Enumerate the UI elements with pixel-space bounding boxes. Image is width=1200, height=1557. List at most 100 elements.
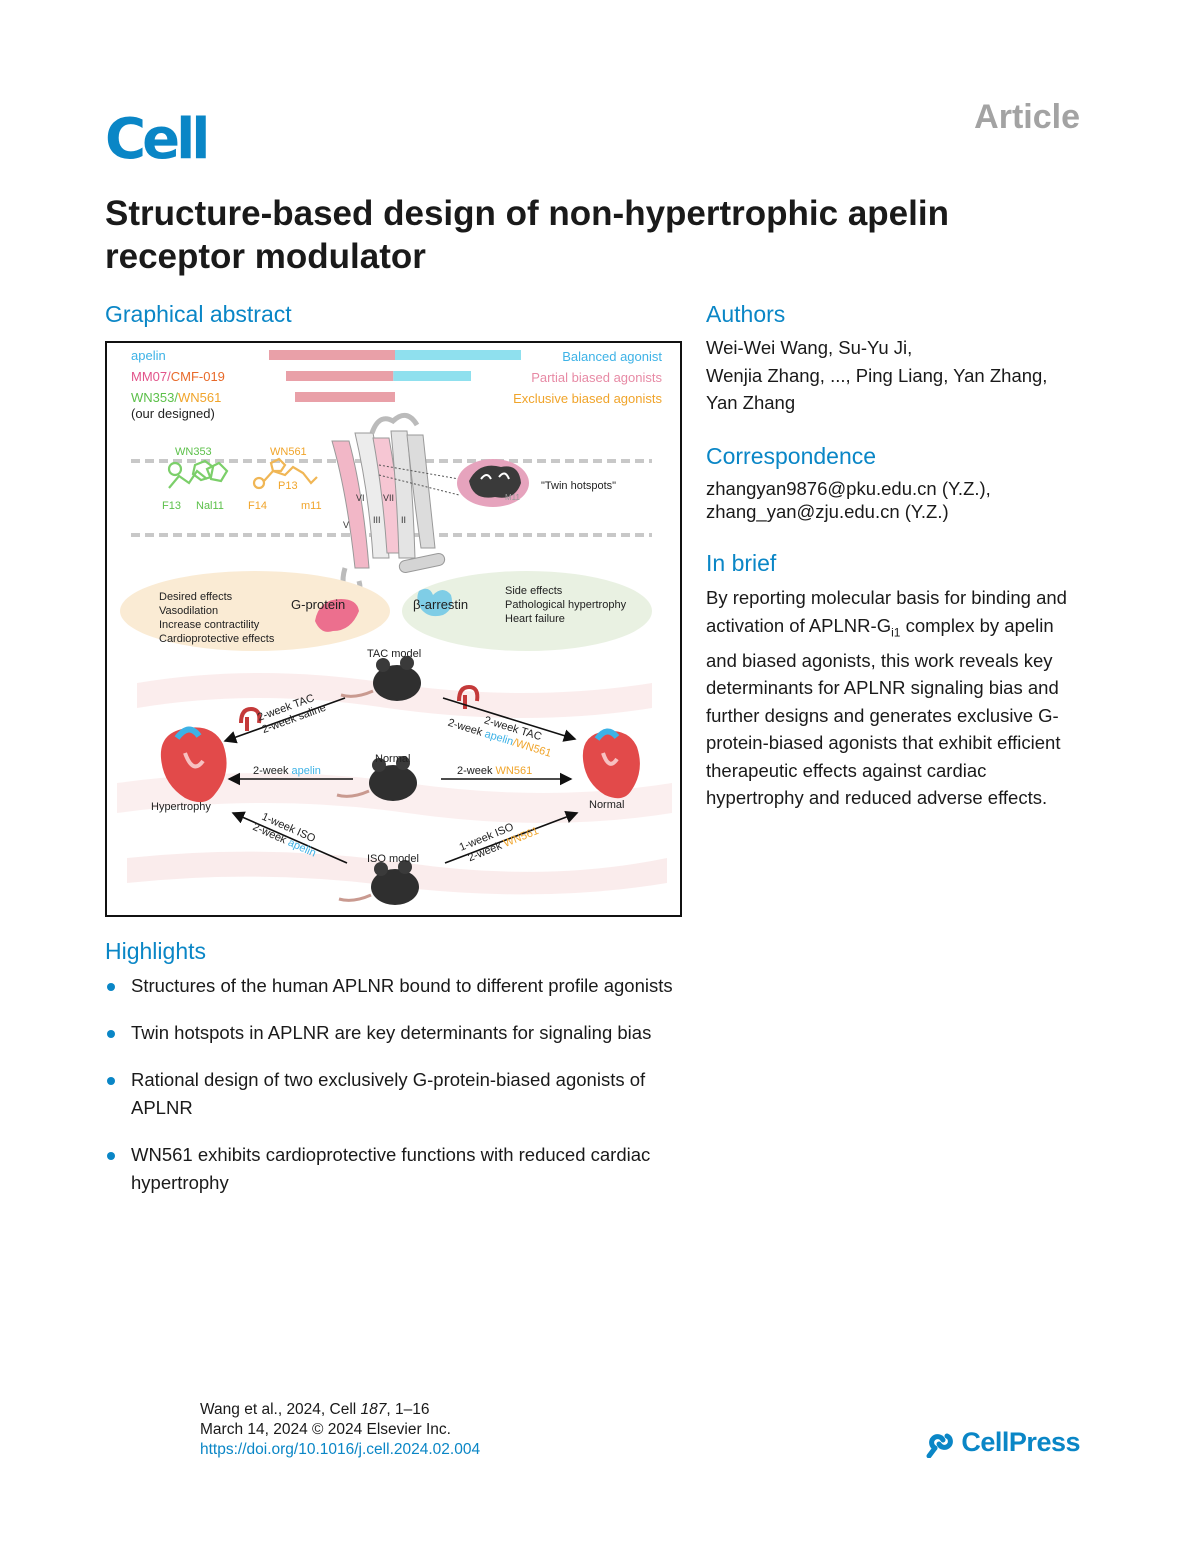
helix-label-vii: VII bbox=[383, 493, 394, 503]
desired-effects-title: Desired effects bbox=[159, 591, 233, 603]
bar-apelin-arrestin bbox=[395, 350, 521, 360]
label-tac-right-2a: 2-week bbox=[446, 717, 486, 740]
bullet-icon bbox=[107, 1077, 115, 1085]
label-wn353: WN353 bbox=[175, 446, 212, 458]
side-effect-1: Pathological hypertrophy bbox=[505, 599, 627, 611]
authors-line-1: Wei-Wei Wang, Su-Yu Ji, bbox=[706, 337, 913, 358]
in-brief-subscript: i1 bbox=[891, 625, 901, 640]
highlight-item: Rational design of two exclusively G-pro… bbox=[105, 1066, 685, 1122]
citation-block: Wang et al., 2024, Cell 187, 1–16 March … bbox=[200, 1400, 480, 1460]
highlight-item: Structures of the human APLNR bound to d… bbox=[105, 972, 685, 1000]
label-nal11: Nal11 bbox=[196, 500, 224, 512]
highlight-text: Structures of the human APLNR bound to d… bbox=[131, 975, 673, 996]
twin-hotspots-ligand bbox=[469, 465, 521, 498]
label-twin-hotspots: "Twin hotspots" bbox=[541, 480, 616, 492]
legend-our-designed: (our designed) bbox=[131, 406, 215, 421]
b-arrestin-icon bbox=[417, 588, 452, 617]
side-effects-title: Side effects bbox=[505, 585, 563, 597]
highlight-item: WN561 exhibits cardioprotective function… bbox=[105, 1141, 685, 1197]
zoom-line-bottom bbox=[378, 474, 460, 496]
label-m11-small: M11 bbox=[505, 493, 521, 502]
legend-cmf019: CMF-019 bbox=[171, 369, 225, 384]
side-effects-oval bbox=[402, 571, 652, 651]
legend-partial: Partial biased agonists bbox=[531, 370, 662, 385]
label-normal-right: Normal bbox=[589, 799, 624, 811]
mouse-normal-icon bbox=[336, 756, 417, 801]
correspondence-email-1[interactable]: zhangyan9876@pku.edu.cn (Y.Z.), bbox=[706, 478, 991, 499]
legend-partial-left: MM07/CMF-019 bbox=[131, 369, 225, 384]
label-mid-right: 2-week WN561 bbox=[457, 765, 532, 777]
bullet-icon bbox=[107, 983, 115, 991]
arrow-tac-right bbox=[442, 697, 577, 742]
label-f13: F13 bbox=[162, 500, 181, 512]
correspondence-heading: Correspondence bbox=[706, 443, 877, 469]
label-hypertrophy: Hypertrophy bbox=[151, 801, 211, 813]
cellpress-logo: CellPress bbox=[925, 1426, 1080, 1458]
legend-exclusive-left: WN353/WN561 bbox=[131, 390, 221, 405]
label-wn561-ligand: WN561 bbox=[270, 446, 307, 458]
highlight-text: WN561 exhibits cardioprotective function… bbox=[131, 1144, 651, 1193]
zoom-line-top bbox=[378, 464, 460, 480]
helix-label-ii: II bbox=[401, 515, 406, 525]
helix-label-v: V bbox=[343, 520, 349, 530]
label-g-protein: G-protein bbox=[291, 597, 345, 612]
label-mid-right-b: WN561 bbox=[496, 765, 533, 777]
label-p13: P13 bbox=[278, 480, 298, 492]
legend-wn353: WN353/ bbox=[131, 390, 178, 405]
aorta-icon-left bbox=[239, 706, 262, 731]
side-effect-2: Heart failure bbox=[505, 613, 565, 625]
bar-partial-gprotein bbox=[286, 371, 394, 381]
label-m11: m11 bbox=[301, 500, 322, 512]
in-brief-heading: In brief bbox=[706, 550, 777, 576]
arrow-iso-right bbox=[444, 810, 579, 864]
desired-effect-3: Cardioprotective effects bbox=[159, 633, 275, 645]
in-brief-text-b: complex by apelin and biased agonists, t… bbox=[706, 614, 1061, 809]
legend-mm07: MM07/ bbox=[131, 369, 171, 384]
aplnr-receptor-icon bbox=[331, 412, 446, 605]
graphical-abstract-figure: apelin MM07/CMF-019 WN353/WN561 (our des… bbox=[105, 341, 682, 917]
legend-balanced: Balanced agonist bbox=[562, 349, 662, 364]
bar-partial-arrestin bbox=[393, 371, 471, 381]
desired-effects-oval bbox=[120, 571, 390, 651]
article-type-label: Article bbox=[974, 98, 1080, 136]
label-mid-right-a: 2-week bbox=[457, 765, 496, 777]
graphical-abstract-svg: apelin MM07/CMF-019 WN353/WN561 (our des… bbox=[117, 348, 672, 905]
citation-volume: 187 bbox=[360, 1401, 387, 1418]
correspondence-email-2[interactable]: zhang_yan@zju.edu.cn (Y.Z.) bbox=[706, 501, 949, 522]
label-mid-left-a: 2-week bbox=[253, 765, 292, 777]
legend-wn561: WN561 bbox=[178, 390, 221, 405]
citation-line-2: March 14, 2024 © 2024 Elsevier Inc. bbox=[200, 1421, 451, 1438]
label-mid-left-b: apelin bbox=[292, 765, 321, 777]
label-iso-model: ISO model bbox=[367, 853, 419, 865]
highlight-text: Twin hotspots in APLNR are key determina… bbox=[131, 1022, 652, 1043]
cellpress-icon bbox=[926, 1433, 954, 1458]
bullet-icon bbox=[107, 1030, 115, 1038]
mouse-tac-icon bbox=[340, 656, 421, 701]
authors-line-3: Yan Zhang bbox=[706, 392, 796, 413]
graphical-abstract-heading: Graphical abstract bbox=[105, 301, 292, 327]
desired-effects-text: Desired effects Vasodilation Increase co… bbox=[159, 591, 275, 645]
heart-hypertrophy-icon bbox=[160, 726, 227, 803]
g-protein-icon bbox=[315, 599, 359, 632]
arrow-tac-left bbox=[223, 697, 346, 744]
label-tac-model: TAC model bbox=[367, 648, 421, 660]
highlight-item: Twin hotspots in APLNR are key determina… bbox=[105, 1019, 685, 1047]
cellpress-wordmark: CellPress bbox=[961, 1426, 1080, 1457]
highlights-heading: Highlights bbox=[105, 938, 206, 964]
doi-link[interactable]: https://doi.org/10.1016/j.cell.2024.02.0… bbox=[200, 1441, 481, 1458]
authors-list: Wei-Wei Wang, Su-Yu Ji, Wenjia Zhang, ..… bbox=[706, 334, 1096, 417]
citation-line-1: Wang et al., 2024, Cell 187, 1–16 bbox=[200, 1400, 480, 1420]
highlight-text: Rational design of two exclusively G-pro… bbox=[131, 1069, 646, 1118]
citation-pages: , 1–16 bbox=[386, 1401, 430, 1418]
legend-apelin: apelin bbox=[131, 348, 166, 363]
helix-label-vi: VI bbox=[356, 493, 365, 503]
wn353-ligand-icon bbox=[167, 459, 229, 489]
in-brief-text: By reporting molecular basis for binding… bbox=[706, 584, 1084, 812]
mouse-iso-icon bbox=[338, 860, 419, 905]
label-f14: F14 bbox=[248, 500, 267, 512]
page-title: Structure-based design of non-hypertroph… bbox=[105, 194, 949, 276]
correspondence-block: zhangyan9876@pku.edu.cn (Y.Z.), zhang_ya… bbox=[706, 477, 991, 523]
citation-authors: Wang et al., 2024, Cell bbox=[200, 1401, 361, 1418]
bar-apelin-gprotein bbox=[269, 350, 395, 360]
in-brief-text-a: By reporting molecular basis for binding… bbox=[706, 587, 1067, 636]
